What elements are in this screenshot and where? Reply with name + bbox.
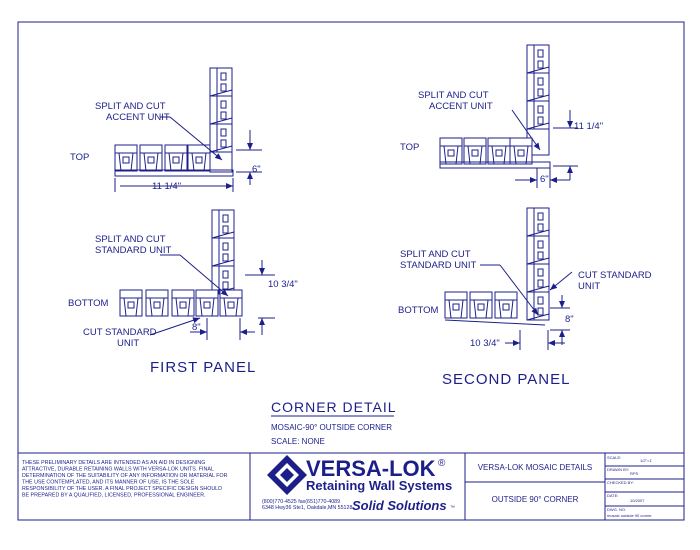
corner-detail-subtitle: MOSAIC-90° OUTSIDE CORNER <box>271 423 392 432</box>
first-top-vertical-stack <box>209 67 233 173</box>
title-fields: SCALE: 1/2"=1' DRAWN BY: RPS CHECKED BY:… <box>607 455 653 518</box>
svg-text:DETERMINATION OF THE SUITABILI: DETERMINATION OF THE SUITABILITY OF ANY … <box>22 473 228 479</box>
field-dwg-label: DWG. NO. <box>607 507 626 512</box>
second-top-dim-vertical: 11 1/4" <box>574 121 603 132</box>
svg-text:BE PREPARED BY A QUALIFIED, LI: BE PREPARED BY A QUALIFIED, LICENSED, PR… <box>22 493 206 499</box>
second-bottom-callout-left-line1: SPLIT AND CUT <box>400 249 471 260</box>
field-checked-label: CHECKED BY: <box>607 480 634 485</box>
field-date-label: DATE: <box>607 493 618 498</box>
first-top-callout-line1: SPLIT AND CUT <box>95 101 166 112</box>
logo-brand: VERSA-LOK <box>306 456 436 481</box>
first-top-callout-line2: ACCENT UNIT <box>106 112 170 123</box>
versa-lok-logo: VERSA-LOK ® Retaining Wall Systems (800)… <box>262 455 455 513</box>
sheet-border <box>17 21 685 521</box>
field-dwg-value: mosaic outside 90 corner <box>607 513 652 518</box>
first-panel-top-view: SPLIT AND CUT ACCENT UNIT TOP 6" 11 1/4" <box>70 67 262 192</box>
first-top-dim-horizontal: 11 1/4" <box>152 181 181 192</box>
field-drawn-value: RPS <box>630 471 639 476</box>
first-bottom-vertical-stack <box>211 209 235 295</box>
first-top-callout-leader <box>169 116 223 161</box>
first-top-view-label: TOP <box>70 152 89 163</box>
svg-text:RESPONSIBILITY OF THE USER. A: RESPONSIBILITY OF THE USER. A FINAL PROJ… <box>22 486 222 492</box>
first-bottom-callout-top-line1: SPLIT AND CUT <box>95 234 166 245</box>
field-scale-label: SCALE: <box>607 455 621 460</box>
second-bottom-dim-horizontal: 10 3/4" <box>470 338 500 349</box>
second-panel-top-view: SPLIT AND CUT ACCENT UNIT TOP 11 1/4" 6" <box>400 44 603 188</box>
field-scale-value: 1/2"=1' <box>640 458 653 463</box>
logo-contact-line1: (800)770-4525 fax(651)770-4089 <box>262 499 340 505</box>
drawing-subtitle: OUTSIDE 90° CORNER <box>492 495 579 504</box>
logo-trademark: ™ <box>450 505 455 511</box>
first-top-horizontal-row <box>114 144 234 177</box>
second-bottom-callout-left-line2: STANDARD UNIT <box>400 260 477 271</box>
first-bottom-dim-horizontal: 8" <box>192 322 201 333</box>
corner-detail-scale: SCALE: NONE <box>271 437 325 446</box>
second-top-callout-line2: ACCENT UNIT <box>429 101 493 112</box>
second-top-callout-line1: SPLIT AND CUT <box>418 90 489 101</box>
second-bottom-view-label: BOTTOM <box>398 305 439 316</box>
title-block: THESE PRELIMINARY DETAILS ARE INTENDED A… <box>18 452 684 520</box>
corner-detail-heading: CORNER DETAIL <box>271 399 397 415</box>
second-top-horizontal-row <box>439 137 551 169</box>
first-panel-bottom-view: SPLIT AND CUT STANDARD UNIT BOTTOM CUT S… <box>68 209 298 349</box>
first-panel-title: FIRST PANEL <box>150 359 256 376</box>
first-bottom-callout-bottom-line1: CUT STANDARD <box>83 327 157 338</box>
svg-text:ATTRACTIVE, DURABLE RETAINING: ATTRACTIVE, DURABLE RETAINING WALLS WITH… <box>22 467 214 473</box>
second-panel-bottom-view: SPLIT AND CUT STANDARD UNIT CUT STANDARD… <box>398 207 652 350</box>
second-panel-title: SECOND PANEL <box>442 371 570 388</box>
first-bottom-callout-bottom-line2: UNIT <box>117 338 139 349</box>
logo-contact-line2: 6348 Hwy36 Ste1, Oakdale,MN 55128 <box>262 505 352 511</box>
first-top-dim-vertical: 6" <box>252 164 261 175</box>
second-bottom-callout-right-line1: CUT STANDARD <box>578 270 652 281</box>
disclaimer-text: THESE PRELIMINARY DETAILS ARE INTENDED A… <box>22 460 228 499</box>
svg-text:THE USE CONTEMPLATED, AND ITS: THE USE CONTEMPLATED, AND ITS MANNER OF … <box>22 480 195 486</box>
second-top-view-label: TOP <box>400 142 419 153</box>
second-bottom-callout-right-line2: UNIT <box>578 281 600 292</box>
field-drawn-label: DRAWN BY: <box>607 467 629 472</box>
second-bottom-dim-vertical: 8" <box>565 314 574 325</box>
first-bottom-horizontal-row <box>119 289 243 317</box>
second-bottom-vertical-stack <box>526 207 550 321</box>
logo-registered: ® <box>438 458 446 469</box>
logo-tagline: Retaining Wall Systems <box>306 478 452 493</box>
first-bottom-dim-vertical: 10 3/4" <box>268 279 298 290</box>
first-bottom-view-label: BOTTOM <box>68 298 109 309</box>
second-bottom-horizontal-row <box>444 291 546 326</box>
logo-slogan: Solid Solutions <box>352 498 447 513</box>
drawing-title: VERSA-LOK MOSAIC DETAILS <box>478 463 593 472</box>
field-date-value: 10/2007 <box>630 498 645 503</box>
svg-text:THESE PRELIMINARY DETAILS ARE: THESE PRELIMINARY DETAILS ARE INTENDED A… <box>22 460 205 466</box>
first-bottom-callout-top-line2: STANDARD UNIT <box>95 245 172 256</box>
second-top-dim-horizontal: 6" <box>540 174 549 185</box>
